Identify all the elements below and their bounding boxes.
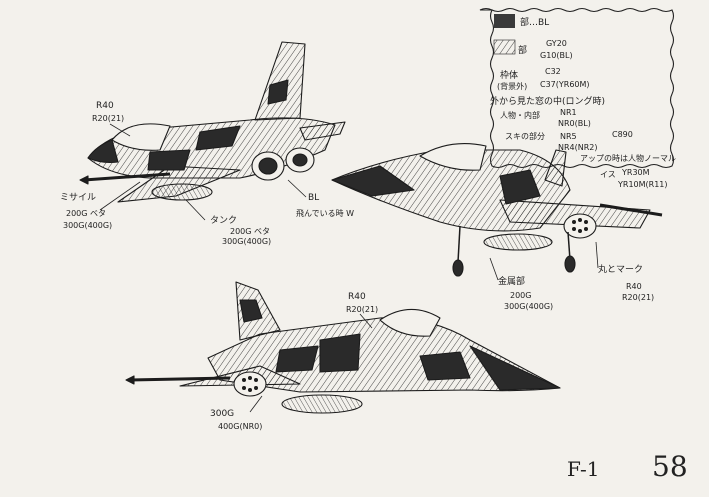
missile-rear-view (83, 172, 171, 182)
labels-rear-view: R40 R20(21) ミサイル 200G ベタ 300G(400G) タンク … (60, 101, 354, 246)
label-tank-code-2: 300G(400G) (222, 237, 271, 246)
legend-person-label: 人物・内部 (500, 110, 540, 120)
drop-tank-front-view (483, 233, 553, 251)
page-number: 58 (652, 450, 688, 483)
label-tank: タンク (210, 215, 237, 226)
labels-side-view: R40 R20(21) 300G 400G(NR0) (210, 292, 378, 431)
nose-rear-view (87, 139, 119, 164)
nose-side-view (469, 345, 561, 391)
label-side-code-2: 400G(NR0) (218, 422, 262, 431)
canopy-front-view (419, 143, 487, 171)
legend-frame-code-1: C32 (545, 67, 561, 76)
intake-front-view (499, 169, 541, 205)
camo-side-2 (419, 351, 471, 381)
intake-side-view (319, 333, 361, 373)
rocket-pod-front (563, 213, 597, 239)
tail-camo-rear-view (267, 79, 289, 105)
legend-seat-label: イス (600, 170, 616, 179)
label-marking: 丸とマーク (598, 263, 643, 275)
labels-front-view: 金属部 200G 300G(400G) 丸とマーク R40 R20(21) (489, 241, 654, 311)
legend-cockpit-heading: 外から見た窓の中(ロング時) (490, 95, 605, 107)
legend-gap-code-1: NR5 (560, 132, 577, 141)
tail-fin-rear-view (254, 41, 306, 121)
label-r20-rear: R20(21) (92, 114, 124, 123)
swatch-dark (494, 14, 515, 28)
sheet-code: F-1 (567, 457, 600, 481)
legend-gap-label: スキの部分 (505, 131, 545, 141)
aircraft-front-view (331, 143, 663, 277)
label-bl: BL (308, 193, 319, 203)
label-r20-side: R20(21) (346, 305, 378, 314)
missile-side-view (129, 376, 231, 382)
legend-closeup-note: アップの時は人物ノーマル (580, 153, 676, 163)
legend-row2-label: 部 (518, 44, 527, 56)
legend-gap-code-3: NR4(NR2) (558, 143, 598, 152)
nose-front-view (331, 165, 415, 197)
legend-person-code-1: NR1 (560, 108, 577, 117)
legend-row2-code-2: G10(BL) (540, 51, 573, 60)
legend-seat-code-2: YR10M(R11) (617, 180, 668, 189)
legend-frame-label: 枠体 (500, 69, 518, 81)
swatch-hatched (493, 39, 516, 55)
aircraft-rear-view (79, 41, 346, 203)
label-missile-code-2: 300G(400G) (63, 221, 112, 230)
label-tank-code-1: 200G ベタ (230, 227, 270, 236)
tail-camo-side-view (239, 299, 263, 323)
label-metal-code-1: 200G (510, 291, 531, 300)
label-metal: 金属部 (498, 275, 525, 287)
camo-patch-1 (195, 125, 241, 151)
label-missile: ミサイル (60, 192, 96, 203)
nose-gear-wheel (452, 259, 464, 277)
legend-row1-label: 部…BL (520, 16, 549, 28)
label-r40-front: R40 (626, 282, 642, 291)
main-gear-wheel (564, 255, 576, 273)
camo-patch-2 (147, 149, 191, 171)
canopy-rear-view (111, 123, 171, 151)
missile-front-view (599, 203, 663, 217)
label-side-code-1: 300G (210, 409, 234, 419)
label-r20-front: R20(21) (622, 293, 654, 302)
drop-tank-rear-view (151, 183, 213, 201)
label-r40-rear: R40 (96, 101, 114, 111)
color-legend: 部…BL 部 GY20 G10(BL) 枠体 (背景外) C32 C37(YR6… (479, 7, 676, 189)
camo-side-1 (275, 345, 319, 373)
legend-frame-code-2: C37(YR60M) (540, 80, 590, 89)
legend-row2-code-1: GY20 (546, 39, 567, 48)
legend-wavy-border (479, 7, 675, 169)
tail-fin-front-view (544, 149, 567, 187)
legend-person-code-2: NR0(BL) (558, 119, 591, 128)
label-metal-code-2: 300G(400G) (504, 302, 553, 311)
stabilizer-rear-view (299, 121, 346, 141)
rocket-pod-side (233, 371, 267, 397)
canopy-side-view (379, 308, 441, 337)
drop-tank-side-view (281, 394, 363, 414)
legend-frame-sub: (背景外) (497, 81, 527, 91)
label-r40-side: R40 (348, 292, 366, 302)
aircraft-side-view (125, 281, 561, 414)
legend-gap-code-2: C890 (612, 130, 633, 139)
label-flying-note: 飛んでいる時 W (296, 209, 354, 218)
label-missile-code-1: 200G ベタ (66, 209, 106, 218)
legend-seat-code-1: YR30M (621, 168, 650, 177)
